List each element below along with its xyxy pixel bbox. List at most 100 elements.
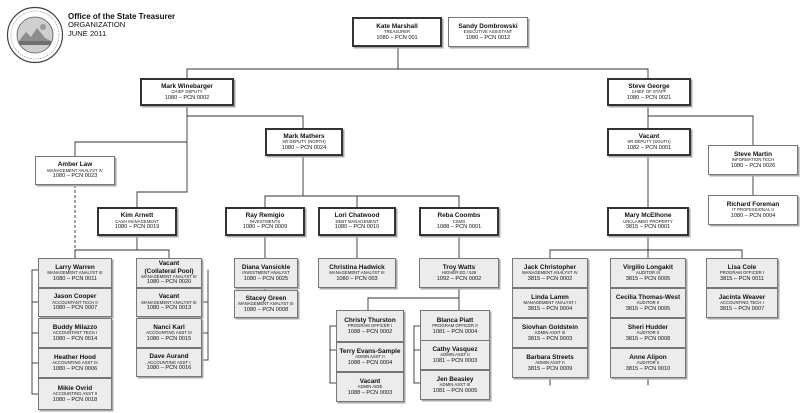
position-title: ADMIN ASST II <box>535 360 565 366</box>
employee-name: Stacey Green <box>245 294 287 302</box>
position-title: ACCOUNTANT TECH I <box>52 330 98 336</box>
employee-name: Linda Lamm <box>531 293 569 301</box>
position-number: 1088 – PCN 0001 <box>436 224 482 231</box>
position-number: 1080 – PCN 0011 <box>52 275 98 282</box>
position-title: UNCLAIMED PROPERTY <box>623 218 673 224</box>
position-number: 3815 – PCN 0002 <box>527 275 573 282</box>
position-title: ACCOUNTANT TECH II <box>52 299 98 305</box>
position-number: 1088 – PCN 0003 <box>347 389 393 396</box>
position-number: 1080 – PCN 0026 <box>730 162 776 169</box>
position-title: IT PROFESSIONAL II <box>732 207 774 213</box>
employee-name: Larry Warren <box>55 263 95 271</box>
employee-name: Richard Foreman <box>726 200 780 208</box>
office-title: Office of the State Treasurer <box>68 12 176 21</box>
position-number: 1080 – PCN 0021 <box>626 94 672 101</box>
position-title: ADMIN ASST III <box>439 382 471 388</box>
position-number: 3815 – PCN 0009 <box>527 365 573 372</box>
position-title: ACCOUNTING ASST I <box>147 359 191 365</box>
position-title: ACCOUNTING ASST II <box>52 391 98 397</box>
employee-name: Blanca Piatt <box>436 316 474 324</box>
position-number: 1080 – PCN 0006 <box>52 365 98 372</box>
position-number: 3815 – PCN 0003 <box>527 335 573 342</box>
position-title: MANAGEMENT ANALYST III <box>141 299 197 305</box>
state-seal-icon <box>6 6 64 64</box>
employee-name: Nanci Karl <box>153 323 185 331</box>
position-title: AUDITOR III <box>636 270 660 276</box>
position-number: 1080 – PCN 0014 <box>52 335 98 342</box>
position-title: ADMIN ASST III <box>534 330 566 336</box>
employee-name: Anne Alipon <box>629 353 667 361</box>
position-title: INVESTMENTS <box>249 218 281 224</box>
employee-name: Cecilia Thomas-West <box>615 293 681 301</box>
employee-name: Diana Vansickle <box>241 263 291 271</box>
position-number: 1080 – PCN 0004 <box>730 212 776 219</box>
position-number: 1088 – PCN 0004 <box>347 359 393 366</box>
employee-name: Reba Coombs <box>437 212 481 220</box>
position-number: 1081 – PCN 0003 <box>432 357 478 364</box>
position-number: 1080 – PCN 0025 <box>243 275 289 282</box>
employee-name: Mark Winebarger <box>161 82 213 90</box>
position-title: SR DEPUTY (SOUTH) <box>627 139 671 145</box>
position-number: 1082 – PCN 0001 <box>626 144 672 151</box>
position-number: 3815 – PCN 0005 <box>625 305 671 312</box>
employee-name: Virgilio Longakit <box>623 263 673 271</box>
position-title: MANAGEMENT ANALYST III <box>329 270 385 276</box>
position-number: 3815 – PCN 0010 <box>625 365 671 372</box>
position-title: MANAGEMENT ANALYST III <box>141 273 197 279</box>
position-title: ACCOUNTING TECH I <box>720 300 764 306</box>
employee-name: Cathy Vasquez <box>432 345 478 353</box>
position-number: 3815 – PCN 0005 <box>625 275 671 282</box>
position-number: 1080 – PCN 003 <box>336 275 378 282</box>
employee-name: Siovhan Goldstein <box>521 323 579 331</box>
employee-name: Jason Cooper <box>53 293 97 301</box>
position-number: 1080 – PCN 0023 <box>52 173 98 180</box>
position-number: 1080 – PCN 0007 <box>52 305 98 312</box>
position-number: 1080 – PCN 0015 <box>146 335 192 342</box>
position-title: ADMIN AIDE <box>357 384 383 390</box>
employee-name: Christy Thurston <box>344 316 396 324</box>
employee-name: Jacinta Weaver <box>718 293 766 301</box>
position-number: 1080 – PCN 0010 <box>334 224 380 231</box>
org-box-vacant-19: Vacant(Collateral Pool)MANAGEMENT ANALYS… <box>136 258 202 288</box>
employee-name: Kate Marshall <box>376 22 418 30</box>
position-number: 1088 – PCN 0002 <box>347 328 393 335</box>
position-title: CHIEF of STAFF <box>631 89 667 95</box>
employee-name: Vacant <box>158 293 180 301</box>
employee-name: Jack Christopher <box>523 263 577 271</box>
employee-name: Dave Aurand <box>149 353 189 361</box>
position-title: DEBT MANAGEMENT <box>335 218 379 224</box>
position-number: 1080 – PCN 0024 <box>281 144 327 151</box>
position-number: 1092 – PCN 0002 <box>436 275 482 282</box>
position-title: EXECUTIVE ASSISTANT <box>463 29 513 35</box>
position-title: AUDITOR II <box>636 300 660 306</box>
